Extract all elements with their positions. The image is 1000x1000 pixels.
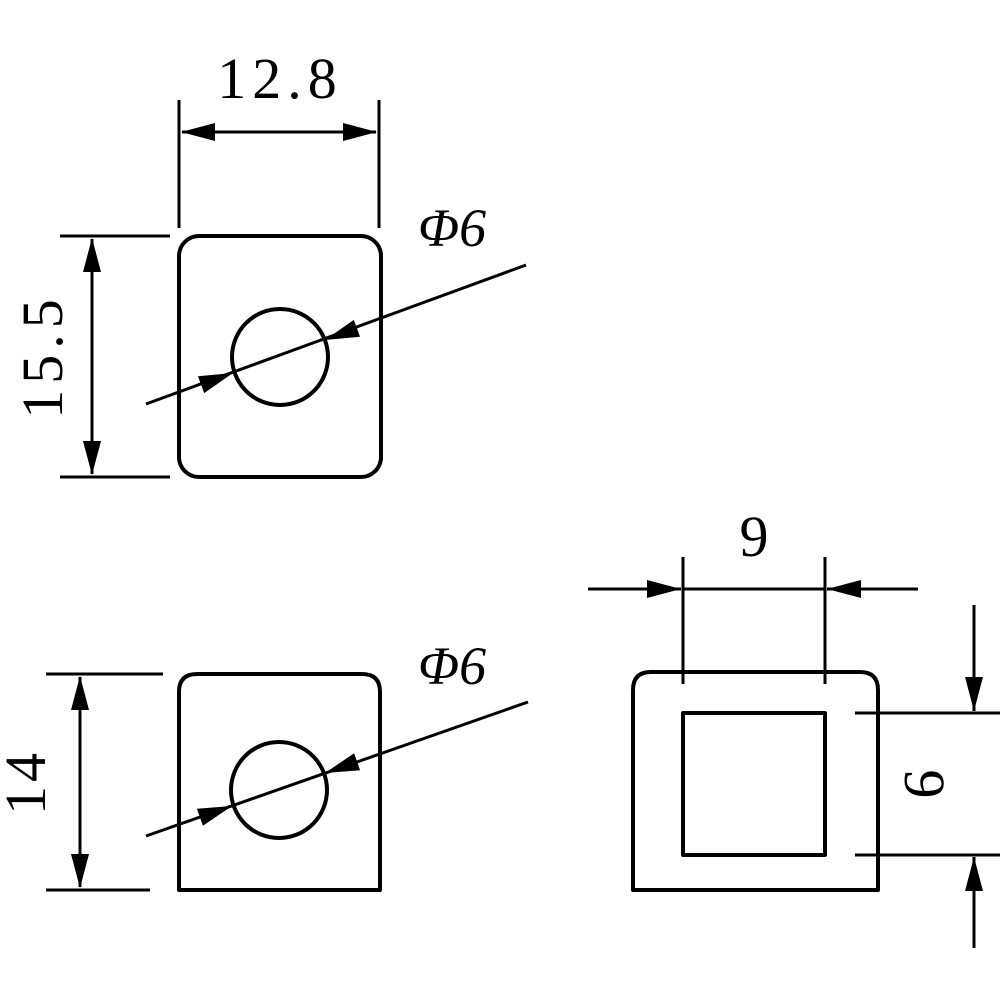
height-dimension: 15.5 <box>10 234 170 479</box>
square-opening <box>681 711 827 857</box>
through-hole <box>229 740 329 840</box>
through-hole <box>230 307 330 407</box>
width-label: 9 <box>740 504 769 569</box>
height-dimension: 14 <box>0 672 163 892</box>
view-3-square-opening-block: 9 9 <box>588 504 1000 948</box>
hole-diameter-leader: Φ6 <box>145 636 529 838</box>
height-label: 15.5 <box>10 293 75 419</box>
view-1-rounded-block: 12.8 15.5 Φ6 <box>10 46 527 479</box>
block-outline <box>177 234 383 479</box>
block-outline <box>631 670 880 892</box>
height-label: 9 <box>892 770 957 799</box>
block-outline <box>177 672 382 892</box>
width-dimension: 9 <box>588 504 918 684</box>
height-dimension: 9 <box>855 605 1000 948</box>
height-label: 14 <box>0 749 58 815</box>
hole-diameter-leader: Φ6 <box>145 198 527 406</box>
width-label: 12.8 <box>217 46 343 111</box>
hole-label: Φ6 <box>418 636 486 696</box>
width-dimension: 12.8 <box>177 46 381 228</box>
hole-label: Φ6 <box>418 198 486 258</box>
view-2-block: 14 Φ6 <box>0 636 529 892</box>
